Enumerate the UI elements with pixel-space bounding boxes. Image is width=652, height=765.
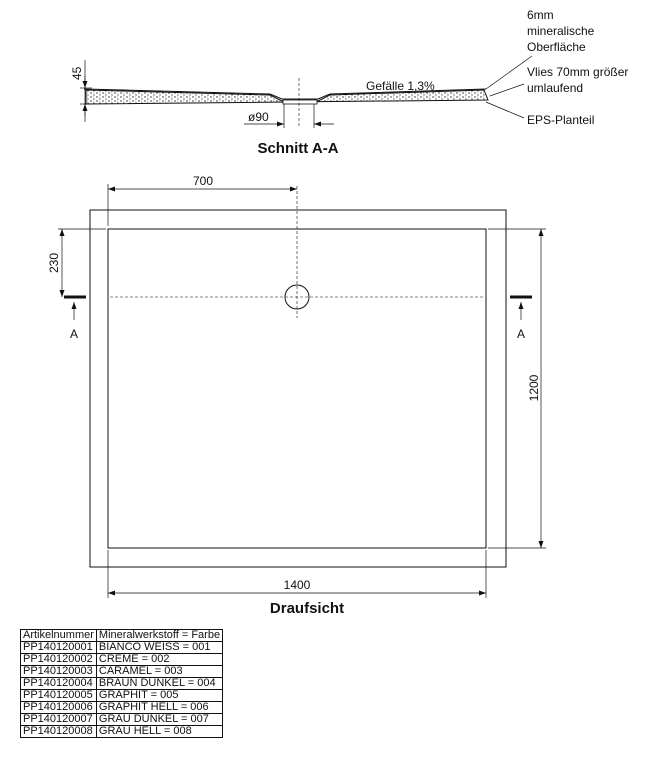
tray-outer-edge xyxy=(89,209,507,568)
callout-surface-line3: Oberfläche xyxy=(527,40,586,54)
table-cell-article: PP140120003 xyxy=(20,665,97,678)
table-cell-color: GRAU DUNKEL = 007 xyxy=(95,713,224,726)
dim-drain-y-label: 230 xyxy=(47,253,61,273)
section-profile xyxy=(85,89,489,105)
height-dimension: 45 xyxy=(70,60,92,122)
slope-label: Gefälle 1,3% xyxy=(366,79,435,93)
callout-surface-line2: mineralische xyxy=(527,24,595,38)
dim-width-label: 1400 xyxy=(284,578,311,592)
table-cell-color: BRAUN DUNKEL = 004 xyxy=(95,677,224,690)
dim-drain-x: 700 xyxy=(107,174,297,226)
callout-surface-line1: 6mm xyxy=(527,8,554,22)
table-cell-article: PP140120008 xyxy=(20,725,97,738)
table-cell-color: GRAU HELL = 008 xyxy=(95,725,224,738)
table-cell-color: GRAPHIT HELL = 006 xyxy=(95,701,224,714)
callout-fleece-line1: Vlies 70mm größer xyxy=(527,65,628,79)
table-header-row: Artikelnummer Mineralwerkstoff = Farbe xyxy=(20,629,224,642)
table-header-color: Mineralwerkstoff = Farbe xyxy=(95,629,224,642)
dim-depth: 1200 xyxy=(488,228,546,549)
callout-eps-label: EPS-Planteil xyxy=(527,113,594,127)
table-cell-article: PP140120005 xyxy=(20,689,97,702)
table-cell-article: PP140120002 xyxy=(20,653,97,666)
drain-dimension: ø90 xyxy=(244,104,334,128)
table-row: PP140120003 CARAMEL = 003 xyxy=(20,665,224,678)
table-row: PP140120001 BIANCO WEISS = 001 xyxy=(20,641,224,654)
dim-width: 1400 xyxy=(107,550,487,598)
table-cell-article: PP140120007 xyxy=(20,713,97,726)
table-row: PP140120006 GRAPHIT HELL = 006 xyxy=(20,701,224,714)
table-cell-article: PP140120004 xyxy=(20,677,97,690)
table-row: PP140120007 GRAU DUNKEL = 007 xyxy=(20,713,224,726)
drain-circle xyxy=(284,284,310,310)
dim-drain-x-label: 700 xyxy=(193,174,213,188)
section-marker-left-label: A xyxy=(70,327,78,341)
dim-drain-y: 230 xyxy=(47,228,106,297)
plan-view: A A 700 230 1200 xyxy=(47,174,546,617)
section-marker-right: A xyxy=(510,295,532,341)
callout-eps: EPS-Planteil xyxy=(485,101,594,127)
section-marker-right-label: A xyxy=(517,327,525,341)
table-row: PP140120005 GRAPHIT = 005 xyxy=(20,689,224,702)
drain-dim-label: ø90 xyxy=(248,110,269,124)
table-cell-article: PP140120001 xyxy=(20,641,97,654)
table-row: PP140120008 GRAU HELL = 008 xyxy=(20,725,224,738)
table-row: PP140120002 CREME = 002 xyxy=(20,653,224,666)
table-cell-color: BIANCO WEISS = 001 xyxy=(95,641,224,654)
drain-opening xyxy=(282,99,318,105)
section-view: 45 ø90 Gefälle 1,3% 6mm mineralische Obe… xyxy=(70,8,628,157)
height-dim-label: 45 xyxy=(70,66,84,80)
table-row: PP140120004 BRAUN DUNKEL = 004 xyxy=(20,677,224,690)
section-title: Schnitt A-A xyxy=(257,140,338,157)
callout-fleece: Vlies 70mm größer umlaufend xyxy=(489,65,628,97)
table-header-article: Artikelnummer xyxy=(20,629,97,642)
table-cell-color: GRAPHIT = 005 xyxy=(95,689,224,702)
callout-surface: 6mm mineralische Oberfläche xyxy=(485,8,595,90)
table-cell-article: PP140120006 xyxy=(20,701,97,714)
section-marker-left: A xyxy=(64,295,86,341)
article-table: Artikelnummer Mineralwerkstoff = Farbe P… xyxy=(20,629,224,738)
callout-fleece-line2: umlaufend xyxy=(527,81,583,95)
dim-depth-label: 1200 xyxy=(527,374,541,401)
table-cell-color: CREME = 002 xyxy=(95,653,224,666)
plan-title: Draufsicht xyxy=(270,600,344,617)
table-cell-color: CARAMEL = 003 xyxy=(95,665,224,678)
